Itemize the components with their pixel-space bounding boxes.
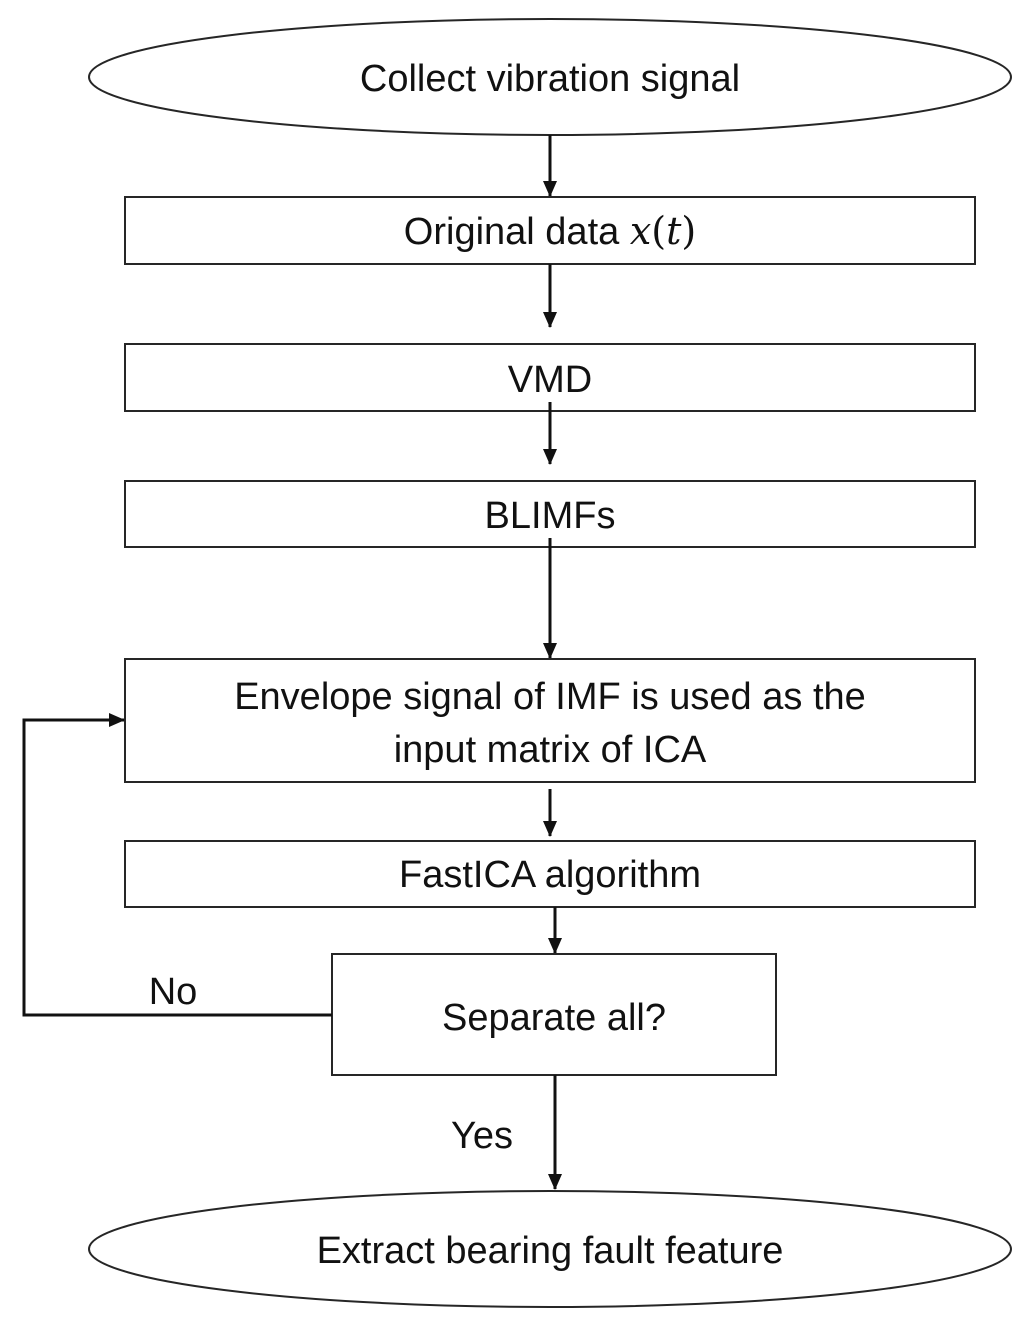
signal-symbol: x <box>630 209 651 253</box>
paren-open: ( <box>651 209 666 253</box>
time-variable: t <box>666 209 682 253</box>
decision-box <box>331 953 777 1076</box>
original-data-label: Original data x(t) <box>404 209 696 253</box>
fastica-box <box>124 840 976 908</box>
yes-label: Yes <box>451 1115 513 1157</box>
start-label: Collect vibration signal <box>360 58 740 100</box>
fastica-label: FastICA algorithm <box>399 854 701 896</box>
original-data-text: Original data <box>404 211 630 253</box>
feedback-loop-no <box>22 713 332 1017</box>
envelope-label-line2: input matrix of ICA <box>394 729 707 771</box>
envelope-label-line1: Envelope signal of IMF is used as the <box>234 676 866 718</box>
end-terminal <box>88 1190 1012 1308</box>
vmd-label: VMD <box>508 359 592 401</box>
paren-close: ) <box>681 209 696 253</box>
original-data-box <box>124 196 976 265</box>
decision-label: Separate all? <box>442 997 666 1039</box>
no-label: No <box>149 971 198 1013</box>
blimfs-label: BLIMFs <box>485 495 616 537</box>
envelope-box <box>124 658 976 783</box>
end-label: Extract bearing fault feature <box>317 1230 784 1272</box>
blimfs-box <box>124 480 976 548</box>
